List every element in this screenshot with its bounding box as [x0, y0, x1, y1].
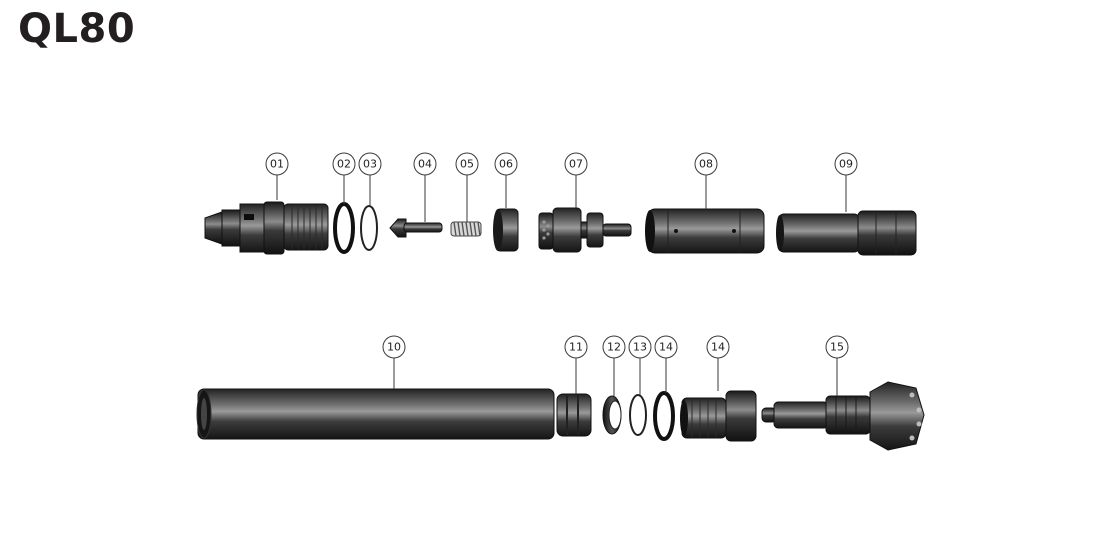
callout-circle-11: [564, 335, 588, 359]
callout-label-03: 03: [363, 158, 377, 171]
callout-circle-05: [455, 152, 479, 176]
callout-circle-04: [413, 152, 437, 176]
part-12-retaining-ring: [602, 395, 622, 435]
part-02-o-ring: [333, 202, 355, 254]
callout-layer: 01 02 03 04 05 06 07 08 09 10 11 12 13 14 14 15: [265, 152, 858, 396]
callout-circle-01: [265, 152, 289, 176]
part-04-check-valve: [389, 218, 443, 238]
part-15-drill-bit: [761, 381, 925, 451]
callout-label-14: 14: [711, 341, 725, 354]
callout-circle-07: [564, 152, 588, 176]
part-09-piston: [776, 210, 917, 256]
part-08-inner-cylinder: [645, 208, 765, 254]
callout-label-08: 08: [699, 158, 713, 171]
callout-label-09: 09: [839, 158, 853, 171]
part-07-air-distributor: [538, 207, 632, 253]
callout-label-06: 06: [499, 158, 513, 171]
part-06-valve-seat: [493, 208, 519, 252]
callout-label-12: 12: [607, 341, 621, 354]
part-13-o-ring: [629, 394, 647, 436]
part-03-o-ring: [360, 205, 378, 251]
callout-circle-10: [382, 335, 406, 359]
part-14-o-ring: [653, 391, 675, 441]
callout-label-10: 10: [387, 341, 401, 354]
part-14-chuck: [680, 390, 757, 442]
callout-label-15: 15: [830, 341, 844, 354]
callout-label-01: 01: [270, 158, 284, 171]
callout-circle-02: [332, 152, 356, 176]
callout-circle-09: [834, 152, 858, 176]
callout-label-11: 11: [569, 341, 583, 354]
callout-circle-06: [494, 152, 518, 176]
callout-label-13: 13: [633, 341, 647, 354]
callout-label-07: 07: [569, 158, 583, 171]
callout-label-02: 02: [337, 158, 351, 171]
callout-label-04: 04: [418, 158, 432, 171]
part-10-outer-casing: [196, 388, 555, 440]
callout-circle-03: [358, 152, 382, 176]
part-05-spring: [450, 221, 482, 237]
part-01-top-sub: [204, 201, 329, 255]
callout-circle-15: [825, 335, 849, 359]
callout-circle-13: [628, 335, 652, 359]
callout-circle-14: [654, 335, 678, 359]
callout-label-05: 05: [460, 158, 474, 171]
page-title: QL80: [18, 6, 136, 52]
callout-circle-08: [694, 152, 718, 176]
callout-circle-14: [706, 335, 730, 359]
part-11-guide-sleeve: [556, 393, 592, 437]
callout-circle-12: [602, 335, 626, 359]
callout-label-14: 14: [659, 341, 673, 354]
